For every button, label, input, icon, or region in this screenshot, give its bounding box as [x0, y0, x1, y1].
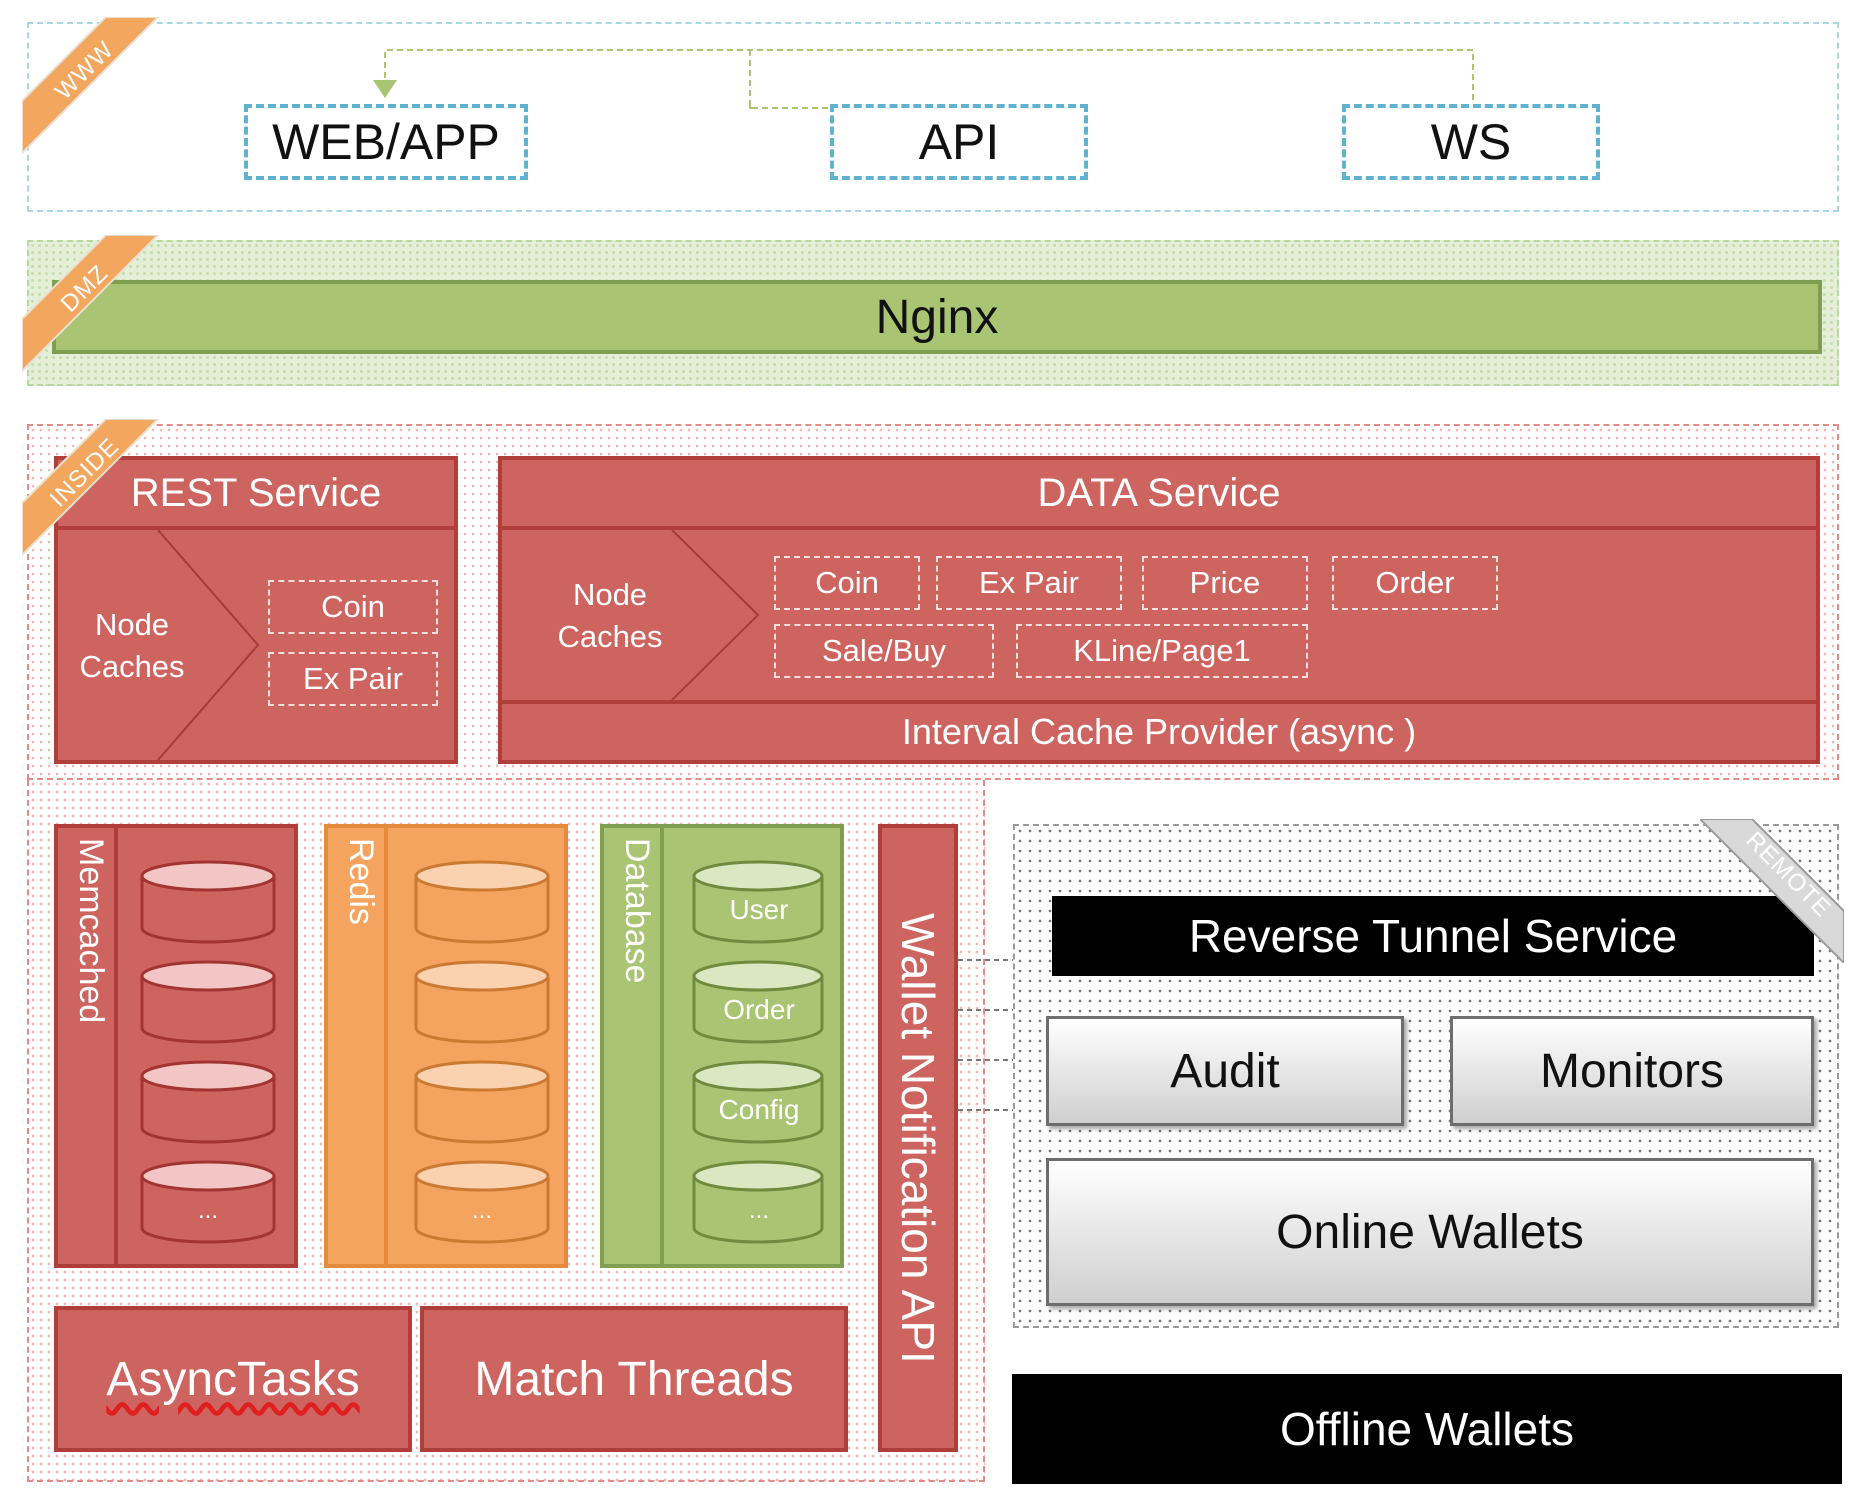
- db-cylinder-icon: [140, 860, 276, 944]
- rest-node-caches-label: Node Caches: [62, 604, 202, 688]
- db-cylinder-icon: [140, 1060, 276, 1144]
- data-node-caches-line1: Node: [572, 577, 648, 612]
- data-node-caches-chevron: [671, 530, 760, 700]
- rest-service: [54, 456, 458, 764]
- api-label: API: [918, 114, 1000, 170]
- interval-cache-provider: Interval Cache Provider (async ): [502, 700, 1816, 760]
- nginx-box: Nginx: [52, 280, 1822, 354]
- rest-node-caches-line2: Caches: [79, 649, 185, 684]
- match-threads-box: Match Threads: [420, 1306, 848, 1452]
- db-cylinder-icon: [692, 1160, 824, 1244]
- db-cylinder-icon: [414, 1160, 550, 1244]
- arrow-down-icon: [373, 80, 397, 98]
- web-app-label: WEB/APP: [272, 114, 500, 170]
- online-wallets-box: Online Wallets: [1046, 1158, 1814, 1306]
- reverse-tunnel-service: Reverse Tunnel Service: [1052, 896, 1814, 976]
- api-box: API: [830, 104, 1088, 180]
- www-ribbon: [22, 17, 160, 155]
- data-cache-item: Order: [1332, 556, 1498, 610]
- data-node-caches-label: Node Caches: [530, 574, 690, 658]
- wallet-remote-connectors: [958, 959, 1014, 1111]
- memcached-cylinders: [140, 860, 276, 1244]
- memcached-cylinder-label: ...: [197, 1197, 218, 1224]
- database-cylinder-label: User: [729, 894, 789, 925]
- db-cylinder-icon: [414, 1060, 550, 1144]
- nginx-label: Nginx: [875, 290, 999, 344]
- database-cylinder-label: ...: [748, 1197, 769, 1224]
- data-node-caches-line2: Caches: [557, 619, 663, 654]
- redis-cylinders: [414, 860, 550, 1244]
- db-cylinder-icon: [414, 860, 550, 944]
- redis-cylinder-label: ...: [471, 1197, 492, 1224]
- ws-label: WS: [1430, 114, 1512, 170]
- async-tasks-label: AsyncTasks: [106, 1352, 360, 1406]
- database-cylinder-label: Config: [718, 1094, 800, 1125]
- rest-node-caches-chevron: [157, 530, 260, 760]
- db-cylinder-icon: [692, 960, 824, 1044]
- audit-label: Audit: [1170, 1044, 1280, 1098]
- data-cache-item: Sale/Buy: [774, 624, 994, 678]
- offline-wallets-label: Offline Wallets: [1280, 1403, 1574, 1455]
- data-cache-item: Price: [1142, 556, 1308, 610]
- data-cache-item: KLine/Page1: [1016, 624, 1308, 678]
- rest-service-title: REST Service: [58, 460, 454, 530]
- reverse-tunnel-label: Reverse Tunnel Service: [1188, 910, 1678, 962]
- redis-label: Redis: [342, 838, 380, 925]
- web-app-box: WEB/APP: [244, 104, 528, 180]
- monitors-label: Monitors: [1539, 1044, 1725, 1098]
- match-threads-label: Match Threads: [474, 1352, 794, 1406]
- async-tasks-box: AsyncTasks: [54, 1306, 412, 1452]
- rest-cache-item: Ex Pair: [268, 652, 438, 706]
- db-cylinder-icon: [140, 1160, 276, 1244]
- monitors-box: Monitors: [1450, 1016, 1814, 1126]
- database-label: Database: [618, 838, 656, 984]
- db-cylinder-icon: [414, 960, 550, 1044]
- database-cylinders: [692, 860, 824, 1244]
- data-cache-item: Ex Pair: [936, 556, 1122, 610]
- data-service-title: DATA Service: [502, 460, 1816, 530]
- db-cylinder-icon: [692, 1060, 824, 1144]
- online-wallets-label: Online Wallets: [1276, 1205, 1584, 1259]
- wallet-notification-api-label: Wallet Notification API: [892, 912, 944, 1364]
- memcached-divider: [114, 828, 118, 1264]
- rest-cache-item: Coin: [268, 580, 438, 634]
- wallet-notification-api: [878, 824, 958, 1452]
- audit-box: Audit: [1046, 1016, 1404, 1126]
- ws-box: WS: [1342, 104, 1600, 180]
- rest-node-caches-line1: Node: [94, 607, 170, 642]
- dmz-ribbon: [22, 235, 160, 373]
- database-divider: [660, 828, 664, 1264]
- remote-ribbon: [1700, 819, 1844, 963]
- memcached-label: Memcached: [72, 838, 110, 1024]
- db-cylinder-icon: [140, 960, 276, 1044]
- database-cylinder-label: Order: [723, 994, 795, 1025]
- offline-wallets-box: Offline Wallets: [1012, 1374, 1842, 1484]
- inside-ribbon: [22, 419, 160, 557]
- db-cylinder-icon: [692, 860, 824, 944]
- redis-divider: [384, 828, 388, 1264]
- data-cache-item: Coin: [774, 556, 920, 610]
- data-service: [498, 456, 1820, 764]
